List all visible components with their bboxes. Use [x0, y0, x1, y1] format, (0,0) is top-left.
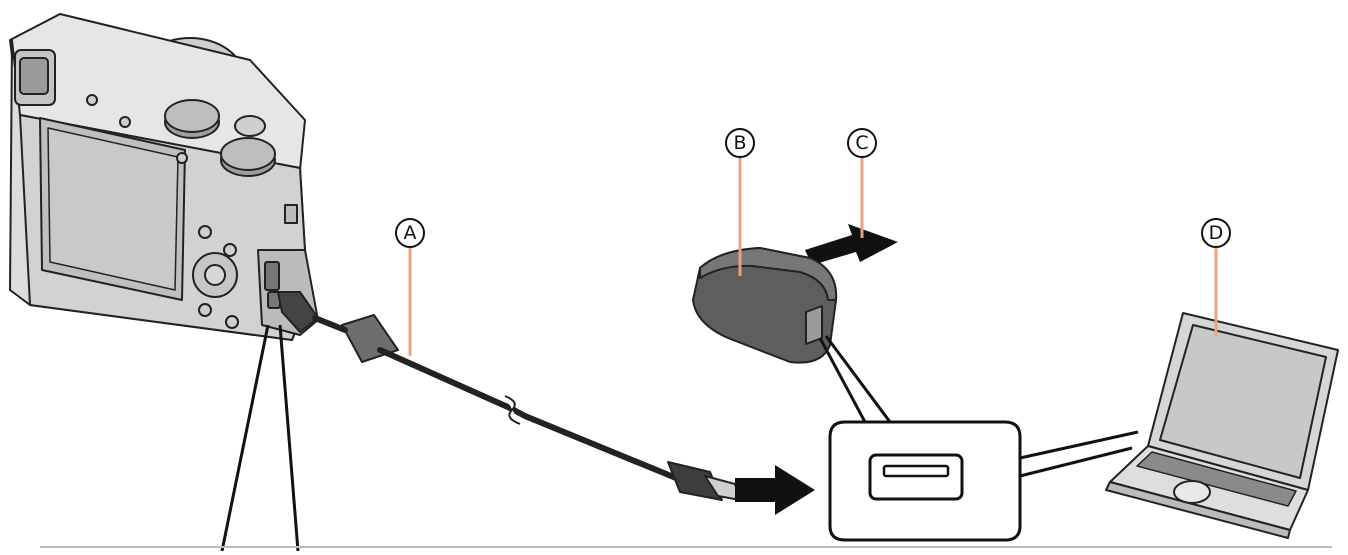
- terminal-pointer-line: [278, 324, 300, 552]
- callout-c-label: C: [855, 132, 869, 154]
- usb-port-zoom-callout: [818, 335, 1139, 542]
- usb-cable: [312, 314, 741, 501]
- pc-illustration: [1105, 312, 1339, 539]
- callout-d-pc: D: [1201, 218, 1231, 248]
- plug-in-arrow-icon: [805, 224, 898, 265]
- callout-b-label: B: [733, 132, 747, 154]
- ac-adaptor-illustration: [692, 247, 838, 364]
- callout-a-usb-cable: A: [395, 218, 425, 248]
- callout-b-ac-adaptor: B: [725, 128, 755, 158]
- callout-a-label: A: [403, 222, 417, 244]
- callout-d-label: D: [1208, 222, 1224, 244]
- insert-arrow-icon: [735, 465, 815, 515]
- terminal-pointer-line: [220, 324, 270, 552]
- callout-c-power-outlet: C: [847, 128, 877, 158]
- camera-illustration: [9, 13, 319, 341]
